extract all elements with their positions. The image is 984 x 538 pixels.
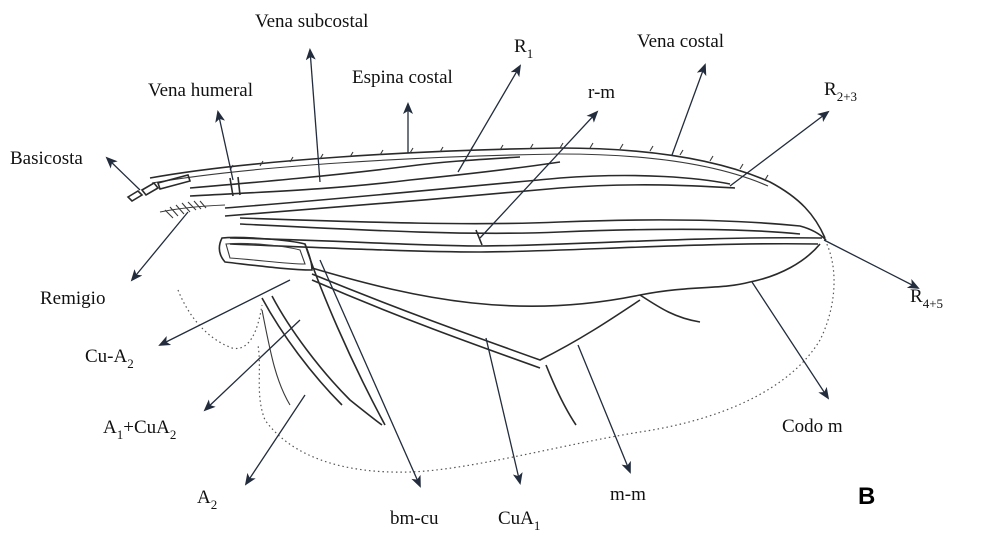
leader-basicosta	[107, 158, 140, 190]
label-vena-subcostal: Vena subcostal	[255, 11, 368, 32]
label-r23: R2+3	[824, 79, 857, 104]
panel-label: B	[858, 483, 875, 510]
label-r45: R4+5	[910, 286, 943, 311]
leader-vena-humeral	[218, 112, 233, 180]
label-rm: r-m	[588, 82, 615, 103]
label-codo-m: Codo m	[782, 416, 843, 437]
leader-r23	[730, 112, 828, 186]
leader-codo-m	[752, 282, 828, 398]
label-basicosta: Basicosta	[10, 148, 83, 169]
label-remigio: Remigio	[40, 288, 105, 309]
label-bmcu: bm-cu	[390, 508, 439, 529]
labels: Vena subcostal R1 Vena costal Espina cos…	[10, 11, 943, 533]
label-a1cua2: A1+CuA2	[103, 417, 176, 442]
leader-remigio	[132, 212, 188, 280]
leader-mm	[578, 345, 630, 472]
leader-a2	[246, 395, 305, 484]
label-r1: R1	[514, 36, 533, 61]
leader-bmcu	[320, 260, 420, 486]
label-vena-humeral: Vena humeral	[148, 80, 253, 101]
label-cua2: Cu-A2	[85, 346, 134, 371]
label-a2: A2	[197, 487, 217, 512]
wing-veins	[190, 157, 826, 425]
wing-base	[128, 175, 225, 218]
label-vena-costal: Vena costal	[637, 31, 724, 52]
label-mm: m-m	[610, 484, 646, 505]
leader-r45	[824, 240, 918, 288]
leader-vena-subcostal	[310, 50, 320, 182]
label-cua1: CuA1	[498, 508, 540, 533]
label-espina-costal: Espina costal	[352, 67, 453, 88]
leader-rm	[480, 112, 597, 238]
leader-vena-costal	[672, 65, 705, 155]
